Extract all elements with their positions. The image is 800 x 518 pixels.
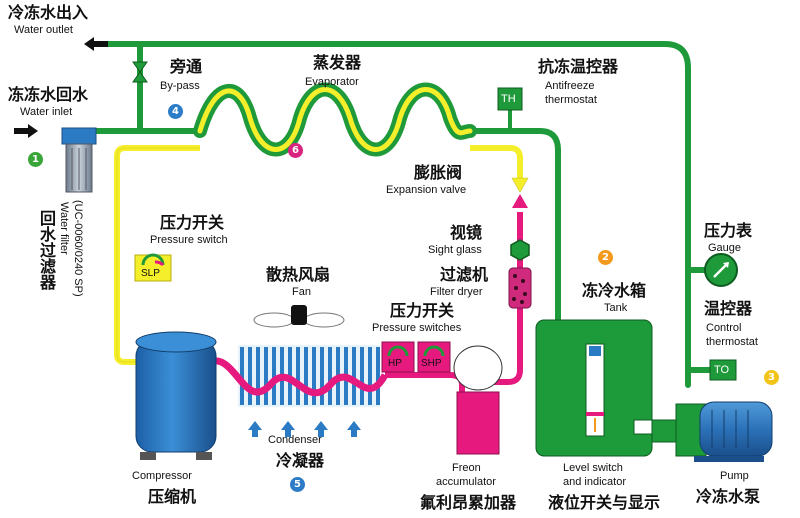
liquid-line-arrow	[512, 194, 528, 208]
level-label-en1: Level switch	[563, 462, 623, 474]
pressure-switches-label-zh: 压力开关	[390, 301, 455, 320]
compressor-label-zh: 压缩机	[148, 487, 197, 506]
pressure-switches-label-en: Pressure switches	[372, 322, 462, 334]
sight-glass-label-en: Sight glass	[428, 244, 482, 256]
water-filter-label-zh: 回水过滤器	[37, 210, 56, 290]
water-inlet-label-zh: 冻冻水回水	[8, 85, 89, 104]
compressor-label-en: Compressor	[132, 470, 192, 482]
water-inlet-arrow-icon	[14, 124, 38, 138]
evaporator-label-en: Evaporator	[305, 76, 359, 88]
filter-dryer-label-zh: 过滤机	[440, 265, 489, 284]
condenser-airflow-arrows	[248, 421, 361, 437]
gauge-label-zh: 压力表	[704, 221, 753, 240]
condenser-coil	[208, 357, 389, 397]
level-label-zh: 液位开关与显示	[548, 493, 661, 512]
antifreeze-label-zh: 抗冻温控器	[538, 57, 619, 76]
slp-pressure-switch	[134, 253, 172, 282]
expansion-label-zh: 膨胀阀	[414, 163, 463, 182]
water-outlet-arrow-icon	[84, 37, 108, 51]
freon-accumulator	[453, 345, 503, 455]
suction-line-outline	[116, 147, 200, 363]
sight-glass-label-zh: 视镜	[450, 223, 483, 242]
filter-dryer-label-en: Filter dryer	[430, 286, 483, 298]
th-label: TH	[501, 93, 516, 105]
pressure-switch-label-zh: 压力开关	[160, 213, 225, 232]
water-filter	[61, 127, 97, 193]
hp-pressure-switch	[381, 341, 415, 373]
water-outlet-label-zh: 冷冻水出入	[8, 3, 89, 22]
shp-pressure-switch	[417, 341, 451, 373]
freon-label-en2: accumulator	[436, 476, 496, 488]
antifreeze-label-en2: thermostat	[545, 94, 597, 106]
water-filter-label-en2: (UC-0060/0240 SP)	[72, 200, 84, 297]
pressure-switch-label-en: Pressure switch	[150, 234, 228, 246]
pump	[651, 401, 773, 462]
marker-6: 6	[288, 143, 303, 158]
bypass-valve-icon	[132, 61, 148, 83]
marker-2: 2	[598, 250, 613, 265]
fan-label-en: Fan	[292, 286, 311, 298]
evaporator-to-tank-pipe	[467, 128, 561, 325]
freon-label-zh: 氟利昂累加器	[420, 493, 517, 512]
expansion-valve-arrow	[511, 177, 529, 193]
expansion-label-en: Expansion valve	[386, 184, 467, 196]
pump-label-en: Pump	[720, 470, 749, 482]
pump-label-zh: 冷冻水泵	[696, 487, 761, 506]
gauge-label-en: Gauge	[708, 242, 742, 254]
control-thermostat-label-zh: 温控器	[704, 299, 753, 318]
tank-label-en: Tank	[604, 302, 628, 314]
slp-label: SLP	[141, 268, 160, 279]
control-thermostat-label-en2: thermostat	[706, 336, 758, 348]
control-thermostat-label-en1: Control	[706, 322, 742, 334]
tank-label-zh: 冻冷水箱	[582, 281, 647, 300]
water-circuit	[91, 41, 713, 388]
freon-label-en1: Freon	[452, 462, 481, 474]
fan-label-zh: 散热风扇	[266, 265, 331, 284]
to-label: TO	[714, 364, 730, 376]
marker-3: 3	[764, 370, 779, 385]
condenser-label-zh: 冷凝器	[276, 451, 325, 470]
water-filter-label-en1: Water filter	[58, 202, 70, 255]
shp-label: SHP	[421, 358, 442, 369]
bypass-label-zh: 旁通	[170, 57, 203, 76]
condenser-label-en: Condenser	[268, 434, 322, 446]
tank	[535, 319, 655, 457]
antifreeze-label-en1: Antifreeze	[545, 80, 595, 92]
water-inlet-label-en: Water inlet	[20, 106, 73, 118]
control-thermostat-box	[709, 359, 737, 381]
marker-4: 4	[168, 104, 183, 119]
level-label-en2: and indicator	[563, 476, 626, 488]
sight-glass-icon	[510, 239, 530, 261]
evaporator-coil-refrigerant	[197, 87, 473, 152]
hp-label: HP	[388, 358, 402, 369]
antifreeze-thermostat-box	[497, 87, 523, 111]
expansion-yellow-line	[470, 145, 523, 180]
evaporator-label-zh: 蒸发器	[313, 53, 362, 72]
marker-5: 5	[290, 477, 305, 492]
filter-dryer	[508, 267, 532, 309]
condenser	[238, 345, 380, 407]
water-outlet-pipe	[105, 41, 691, 388]
bypass-label-en: By-pass	[160, 80, 200, 92]
gauge-icon	[704, 253, 738, 287]
fan-icon	[253, 305, 345, 328]
compressor	[135, 331, 217, 460]
marker-1: 1	[28, 152, 43, 167]
water-outlet-label-en: Water outlet	[14, 24, 73, 36]
